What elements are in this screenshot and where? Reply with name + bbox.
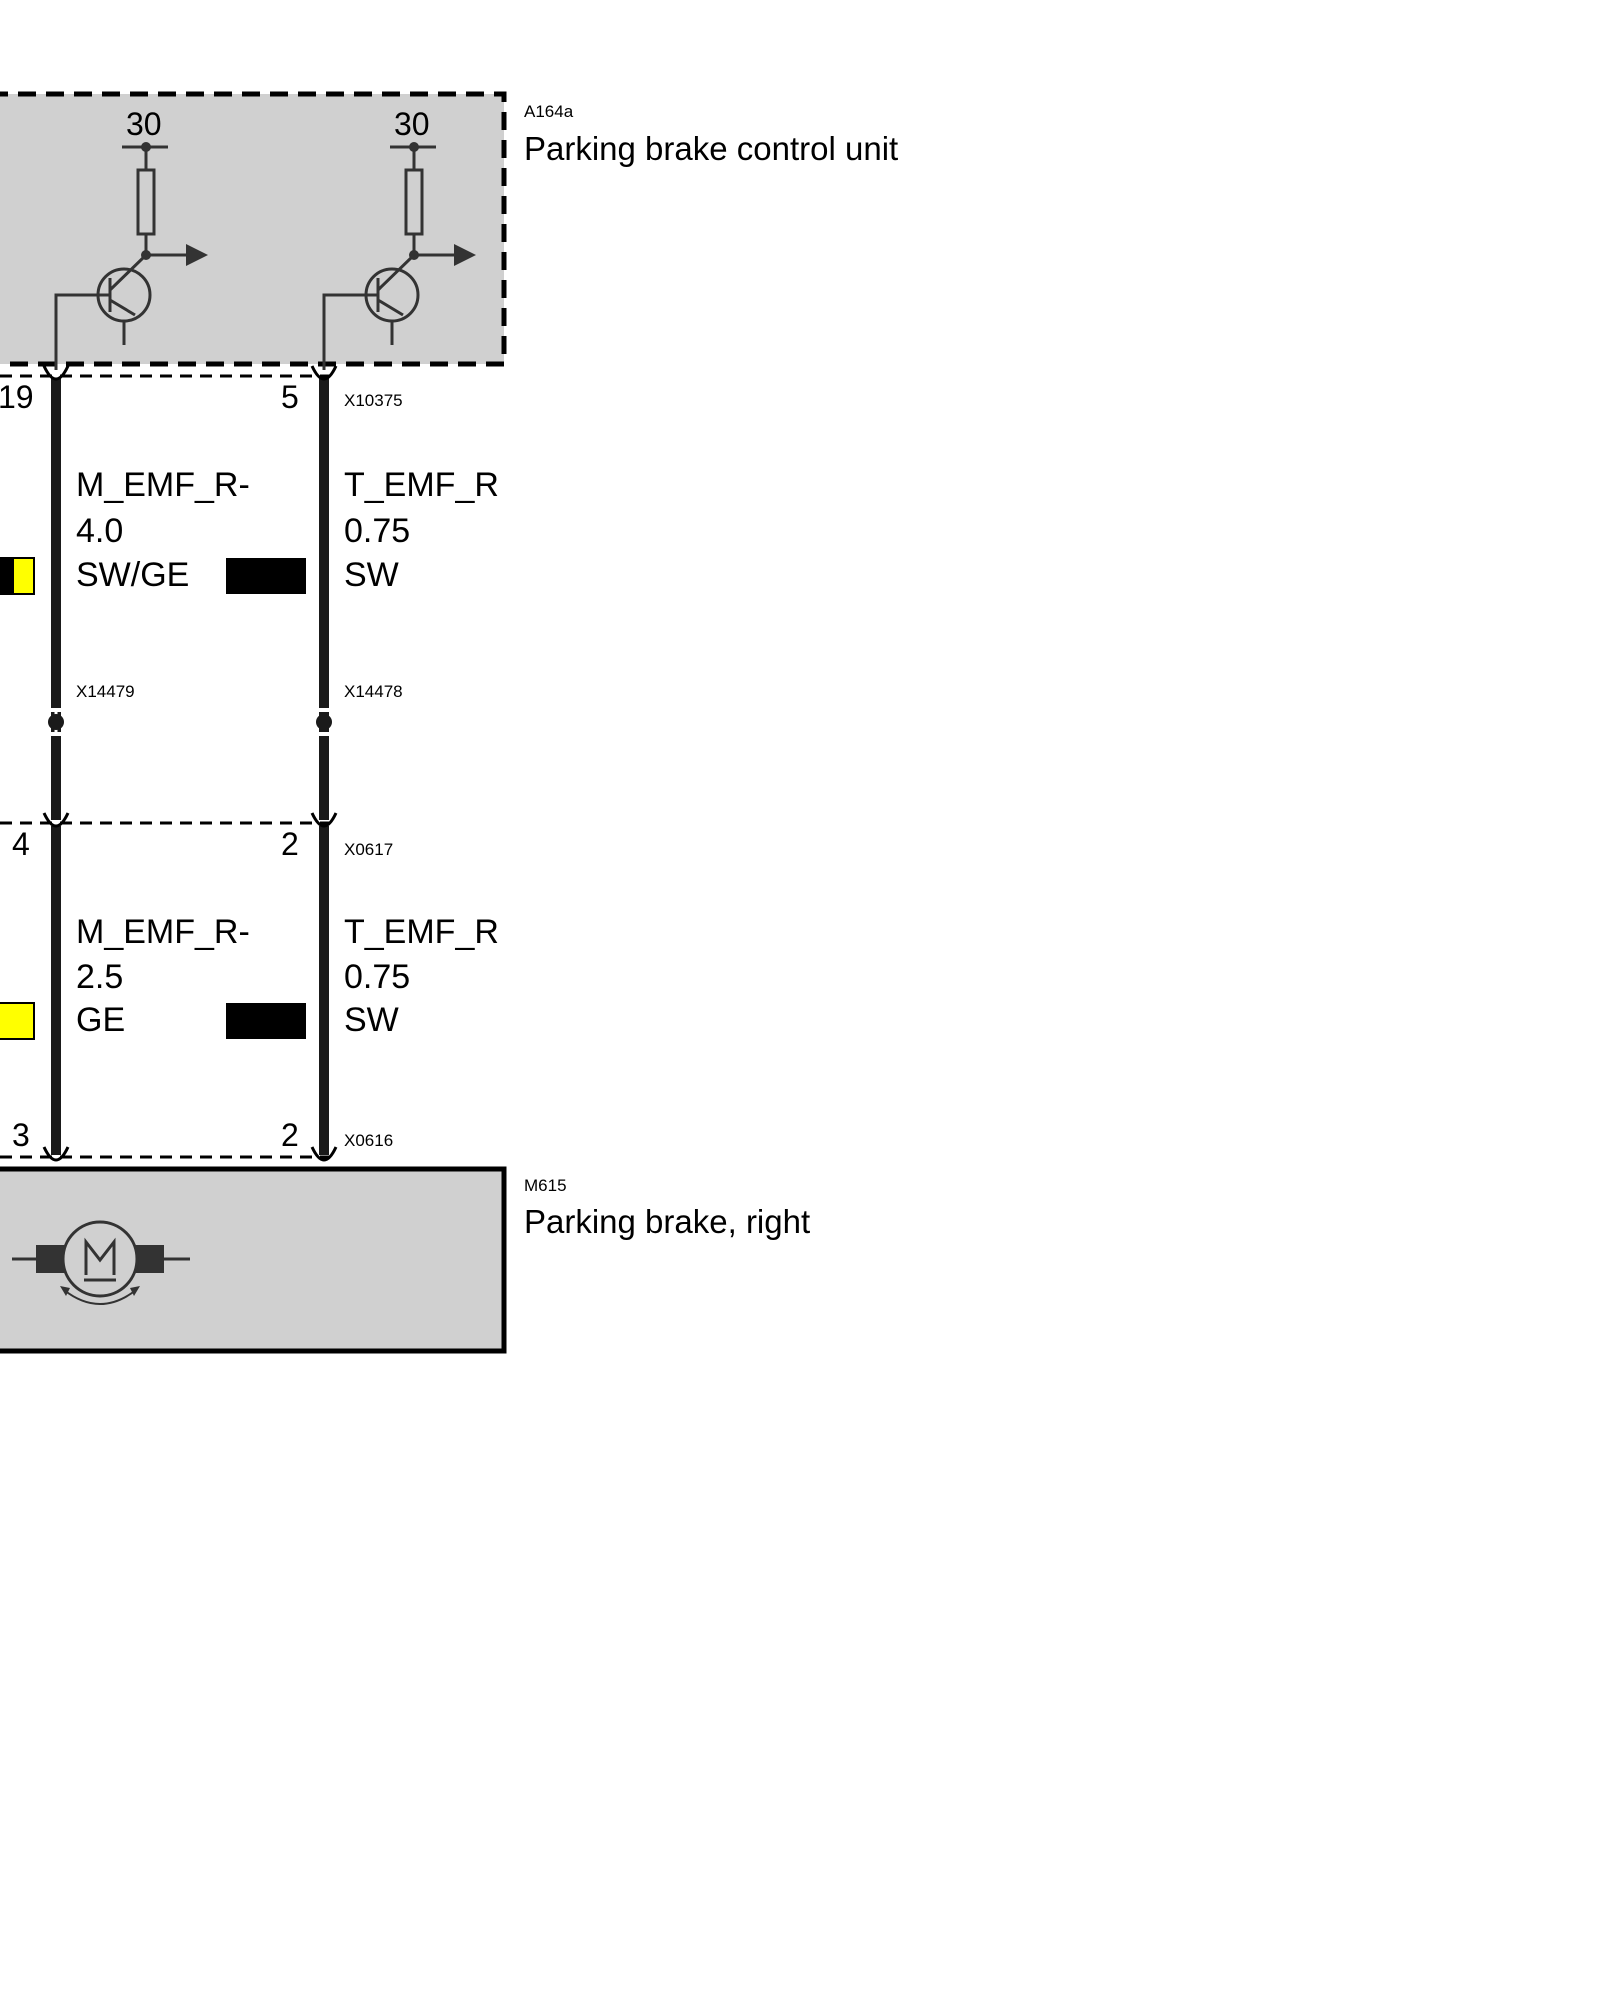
wire-color-swatch-yellow-lower	[0, 1002, 35, 1040]
connector-top-id: X10375	[344, 391, 403, 410]
connector-pin-cups	[42, 365, 338, 1162]
connector-bottom-pin-left: 3	[12, 1117, 30, 1153]
wire-lower-right-size: 0.75	[344, 958, 410, 996]
inline-connector-right-id: X14478	[344, 682, 403, 701]
wire-lower-left-size: 2.5	[76, 958, 123, 996]
control-unit-name: Parking brake control unit	[524, 130, 898, 167]
wire-lower-right-signal: T_EMF_R	[344, 913, 499, 951]
junction-dot	[409, 142, 419, 152]
transistor-right-icon	[322, 253, 420, 370]
wire-color-swatch-black-upper-right	[226, 558, 306, 594]
connector-bottom-id: X0616	[344, 1131, 393, 1150]
wire-lower-right-color: SW	[344, 1001, 399, 1039]
wire-upper-left-size: 4.0	[76, 512, 123, 550]
terminal-30-right-label: 30	[394, 106, 430, 142]
junction-dot	[141, 142, 151, 152]
connector-top-pin-right: 5	[281, 379, 299, 415]
motor-name: Parking brake, right	[524, 1203, 810, 1240]
wire-upper-right-size: 0.75	[344, 512, 410, 550]
wire-color-swatch-black-lower-right	[226, 1003, 306, 1039]
motor-id: M615	[524, 1176, 567, 1195]
connector-middle-id: X0617	[344, 840, 393, 859]
terminal-30-left-label: 30	[126, 106, 162, 142]
transistor-left-icon	[54, 253, 152, 370]
inline-connector-left	[44, 708, 68, 736]
motor-icon	[12, 1220, 190, 1305]
wire-upper-left-signal: M_EMF_R-	[76, 466, 250, 504]
inline-connector-right	[312, 708, 336, 736]
connector-middle-pin-left: 4	[12, 826, 30, 862]
terminal-30-right-symbol	[390, 145, 476, 266]
wire-lower-left-signal: M_EMF_R-	[76, 913, 250, 951]
wire-upper-left-color: SW/GE	[76, 556, 189, 594]
connector-top-pin-left: 19	[0, 379, 34, 415]
wire-upper-right-color: SW	[344, 556, 399, 594]
inline-connector-left-id: X14479	[76, 682, 135, 701]
connector-bottom-pin-right: 2	[281, 1117, 299, 1153]
wire-lower-left-color: GE	[76, 1001, 125, 1039]
control-unit-id: A164a	[524, 102, 574, 121]
connector-middle-pin-right: 2	[281, 826, 299, 862]
wire-upper-right-signal: T_EMF_R	[344, 466, 499, 504]
wire-color-swatch-black-upper	[0, 558, 14, 594]
